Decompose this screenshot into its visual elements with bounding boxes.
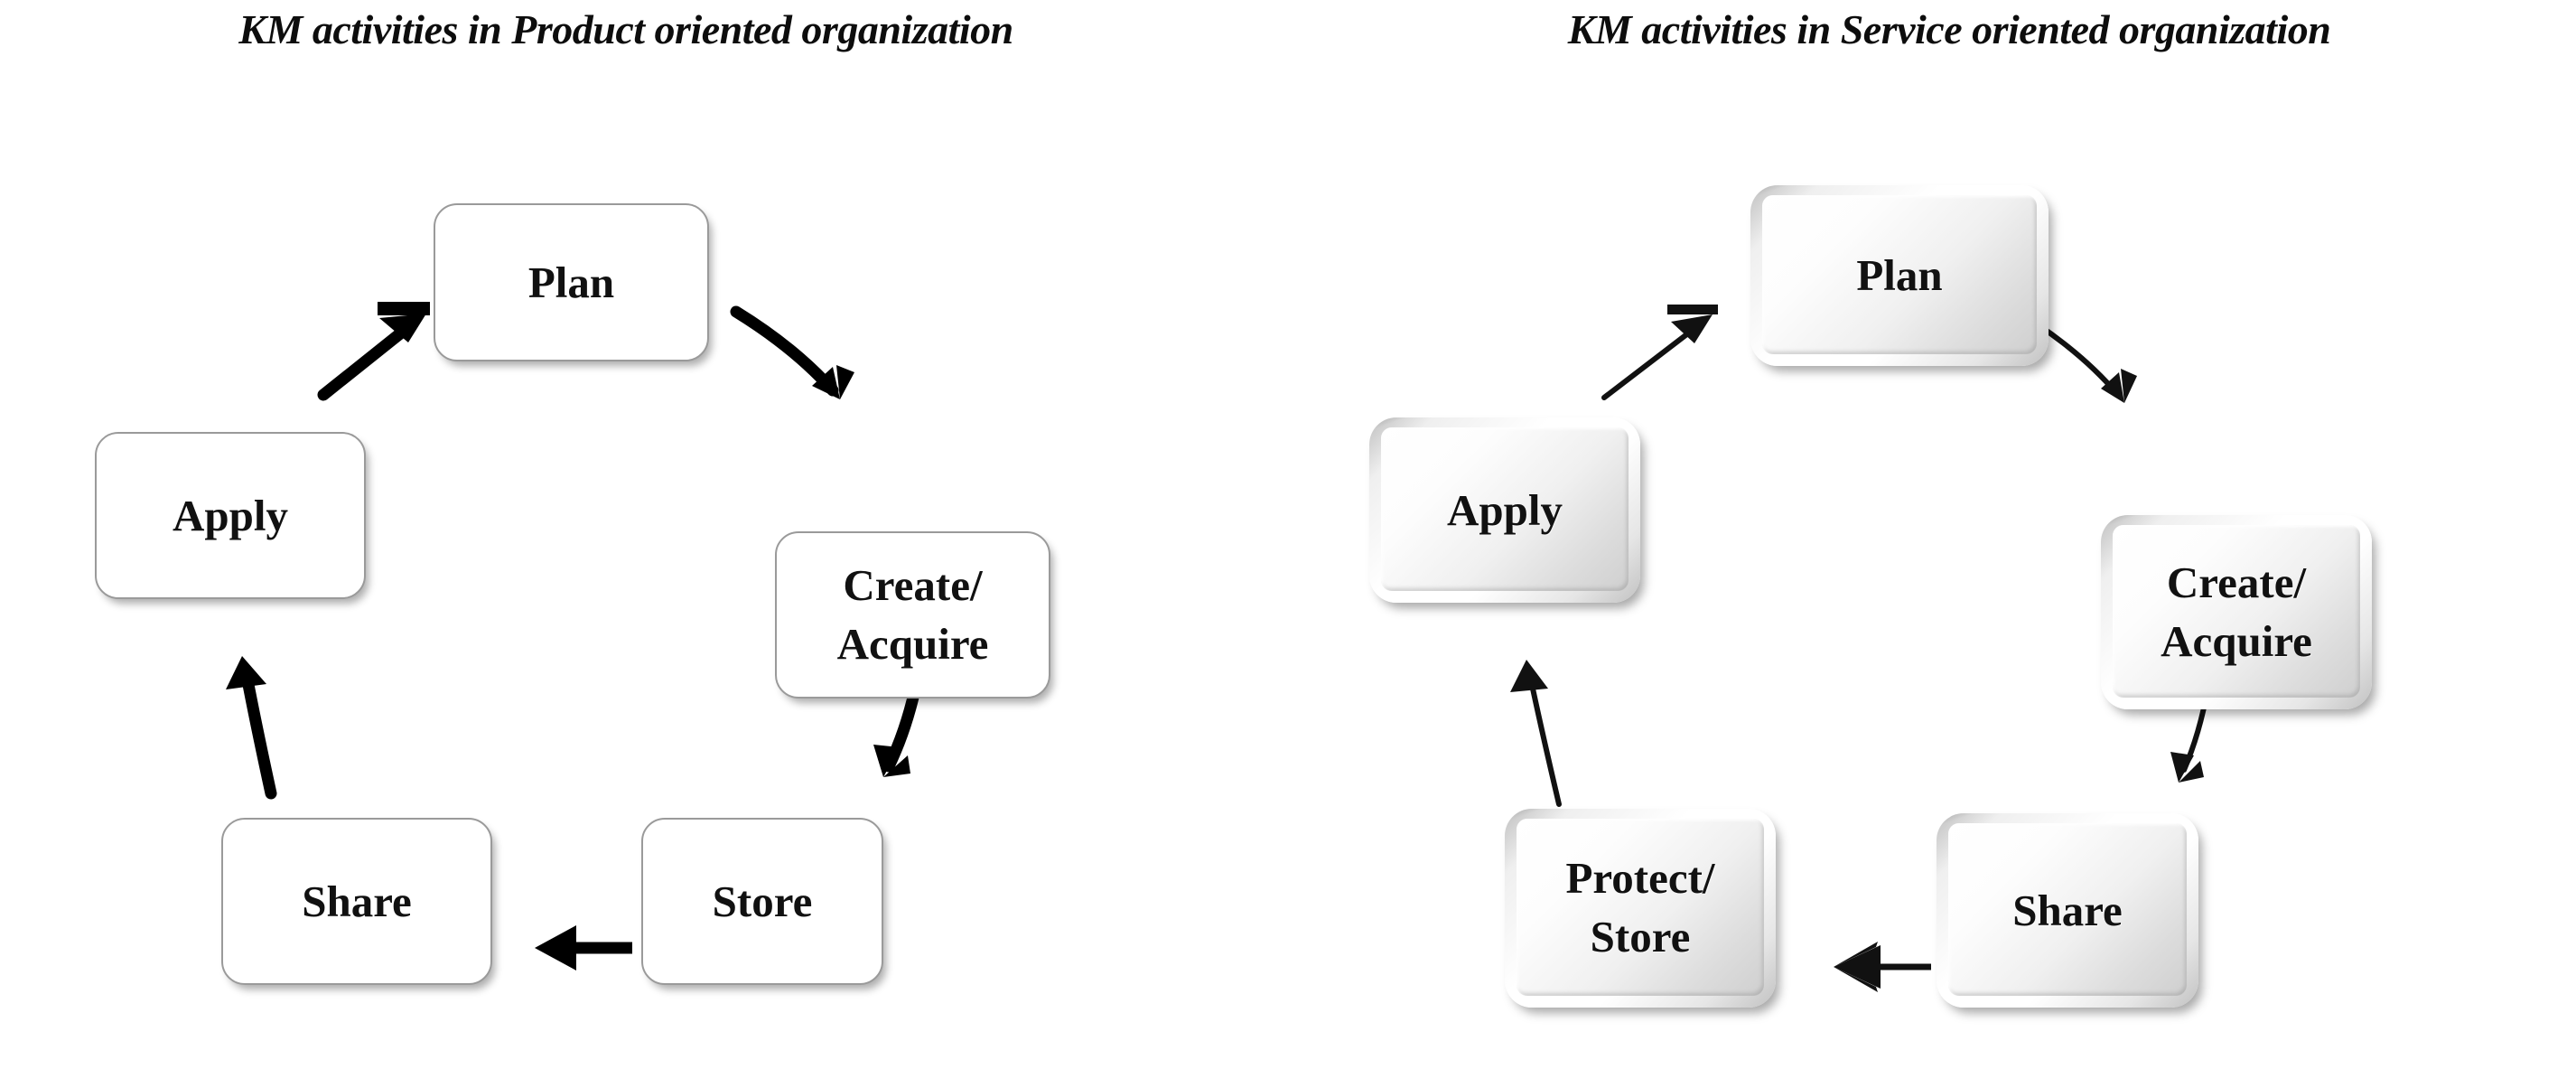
node-label: Plan [1750,185,2049,366]
node-label-line: Store [1590,912,1691,961]
panel-product-oriented: KM activities in Product oriented organi… [95,6,1050,985]
bevel-chamfer [1505,809,1776,1008]
node-label-line: Plan [527,257,615,307]
arrow-protect-to-apply [1510,660,1562,807]
node-label: Create/ Acquire [2101,515,2372,709]
node-label-line: Apply [1446,484,1563,535]
arrow-apply-to-plan [317,302,430,401]
node-label-line: Apply [172,490,288,540]
bevel-chamfer [1750,185,2049,366]
node-label: Apply [1369,417,1640,603]
node-product-apply[interactable]: Apply [95,432,366,599]
node-label-line: Create/ [843,559,983,610]
node-product-create-acquire[interactable]: Create/ Acquire [775,531,1050,699]
node-service-plan[interactable]: Plan [1750,185,2049,366]
node-label: Share [1937,813,2198,1008]
node-label-line: Acquire [2161,615,2312,666]
bevel-chamfer [1369,417,1640,603]
service-cycle-diagram: Plan Create/ Acquire Share [1288,0,2576,1069]
node-label-line: Plan [1856,250,1943,301]
node-label: Protect/ Store [1505,809,1776,1008]
node-service-create-acquire[interactable]: Create/ Acquire [2101,515,2372,709]
node-label-line: Share [302,876,412,926]
node-label-line: Store [712,876,813,926]
node-label-line: Protect/ [1565,853,1715,904]
bevel-chamfer [1937,813,2198,1008]
node-label-line: Create/ [2166,557,2307,607]
node-label-line: Acquire [836,618,989,669]
node-service-protect-store[interactable]: Protect/ Store [1505,809,1776,1008]
node-product-share[interactable]: Share [221,818,492,985]
panel-service-title: KM activities in Service oriented organi… [1567,6,2331,52]
node-service-apply[interactable]: Apply [1369,417,1640,603]
arrow-plan-to-create [730,305,854,399]
panel-product-title: KM activities in Product oriented organi… [238,6,1013,52]
node-product-plan[interactable]: Plan [434,203,709,361]
node-product-store[interactable]: Store [641,818,883,985]
bevel-chamfer [2101,515,2372,709]
product-cycle-diagram: Plan Create/ Acquire Store Share Apply [95,203,1050,985]
arrow-store-to-share [535,925,632,971]
panel-service-oriented: KM activities in Service oriented organi… [1288,0,2576,1069]
node-service-share[interactable]: Share [1937,813,2198,1008]
arrow-apply-to-plan [1601,305,1718,400]
node-label-line: Share [2012,885,2123,935]
arrow-share-to-apply [226,656,277,800]
arrow-share-to-protect [1834,942,1931,992]
